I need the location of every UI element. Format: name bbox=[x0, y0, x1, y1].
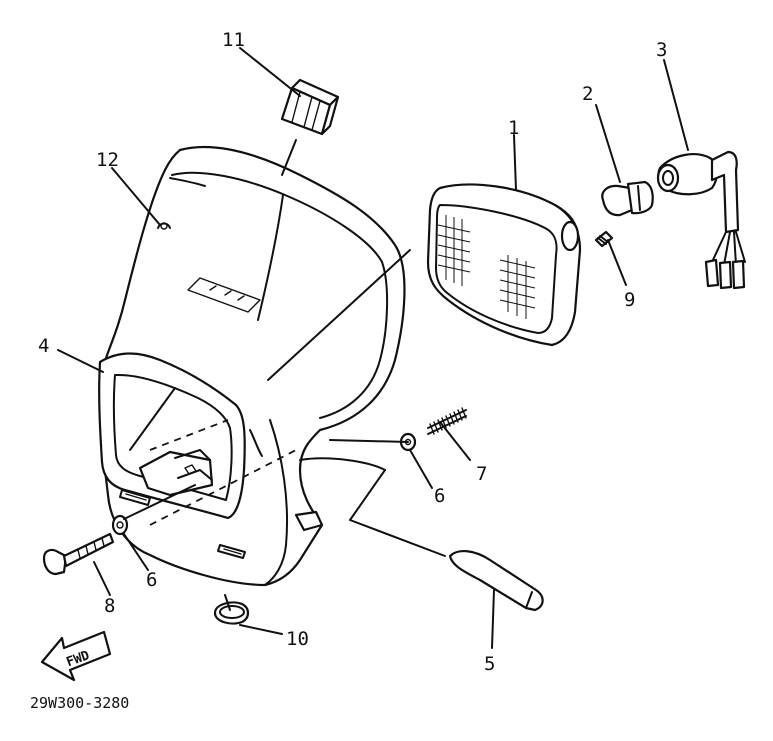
callout-12: 12 bbox=[96, 149, 119, 171]
part-emblem bbox=[448, 550, 544, 612]
callout-8: 8 bbox=[104, 595, 115, 617]
callout-2: 2 bbox=[582, 83, 593, 105]
part-headlight-cover bbox=[98, 145, 406, 587]
part-screw bbox=[594, 230, 614, 248]
part-socket-cord bbox=[656, 150, 746, 290]
lens-pattern-left bbox=[437, 215, 471, 286]
callout-5: 5 bbox=[484, 653, 495, 675]
part-damper bbox=[280, 78, 340, 136]
callout-leaders bbox=[57, 47, 689, 649]
callout-1: 1 bbox=[508, 117, 519, 139]
callout-7: 7 bbox=[476, 463, 487, 485]
callout-6-right: 6 bbox=[434, 485, 445, 507]
part-grommet bbox=[213, 601, 250, 625]
lens-pattern-right bbox=[499, 255, 536, 319]
forward-arrow-icon: FWD bbox=[40, 630, 112, 682]
part-spring bbox=[427, 407, 467, 435]
drawing-code: 29W300-3280 bbox=[30, 694, 129, 712]
callout-6-left: 6 bbox=[146, 569, 157, 591]
callout-numbers: 11 12 4 1 2 3 9 7 6 6 8 10 5 bbox=[38, 29, 667, 675]
callout-3: 3 bbox=[656, 39, 667, 61]
part-clip bbox=[157, 222, 171, 230]
part-bolt bbox=[42, 532, 115, 576]
callout-9: 9 bbox=[624, 289, 635, 311]
assembly-lines bbox=[123, 139, 446, 611]
part-headlight-unit bbox=[426, 183, 582, 347]
callout-11: 11 bbox=[222, 29, 245, 51]
part-bulb bbox=[601, 180, 654, 217]
callout-10: 10 bbox=[286, 628, 309, 650]
part-washer-left bbox=[111, 514, 129, 536]
callout-4: 4 bbox=[38, 335, 49, 357]
